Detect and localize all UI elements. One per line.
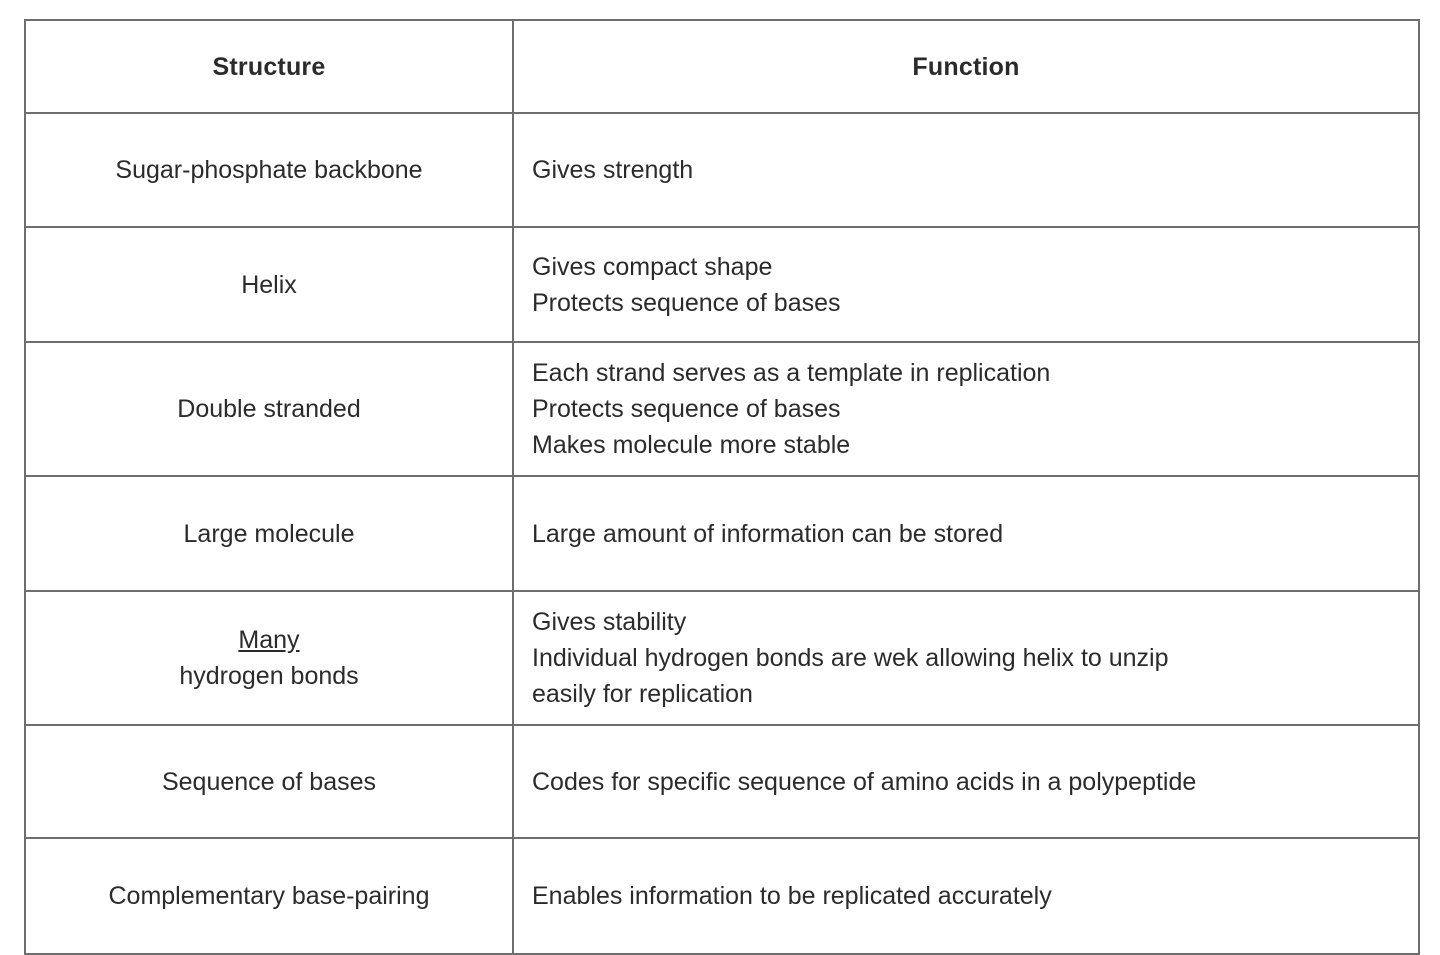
cell-function: Each strand serves as a template in repl…: [512, 341, 1420, 477]
cell-structure: Many hydrogen bonds: [24, 590, 514, 726]
cell-line: Double stranded: [177, 395, 361, 423]
header-row: Structure Function: [24, 19, 1420, 114]
table-container: Structure Function Sugar-phosphate backb…: [24, 19, 1420, 955]
cell-line: Enables information to be replicated acc…: [532, 882, 1052, 910]
cell-structure: Sequence of bases: [24, 724, 514, 839]
cell-line: Gives compact shape: [532, 252, 773, 281]
cell-line-underlined: Many: [238, 626, 300, 654]
cell-line: hydrogen bonds: [179, 662, 359, 690]
cell-line: Complementary base-pairing: [108, 882, 430, 910]
cell-function: Codes for specific sequence of amino aci…: [512, 724, 1420, 839]
cell-line: Individual hydrogen bonds are wek allowi…: [532, 644, 1169, 672]
table-row: Double stranded Each strand serves as a t…: [24, 341, 1420, 477]
cell-structure: Double stranded: [24, 341, 514, 477]
cell-line: Large molecule: [183, 519, 355, 548]
cell-structure: Large molecule: [24, 475, 514, 592]
cell-line: Helix: [241, 270, 297, 299]
table-row: Sugar-phosphate backbone Gives strength: [24, 112, 1420, 228]
cell-structure: Sugar-phosphate backbone: [24, 112, 514, 228]
cell-line: Protects sequence of bases: [532, 288, 841, 317]
table-header: Structure Function: [24, 19, 1420, 114]
cell-line: easily for replication: [532, 680, 753, 708]
cell-structure: Helix: [24, 226, 514, 343]
cell-function: Large amount of information can be store…: [512, 475, 1420, 592]
cell-line: Gives stability: [532, 608, 687, 636]
column-header-structure: Structure: [24, 19, 514, 114]
cell-line: Codes for specific sequence of amino aci…: [532, 767, 1197, 796]
cell-line: Large amount of information can be store…: [532, 519, 1004, 548]
cell-line: Sequence of bases: [161, 767, 377, 796]
table-row: Complementary base-pairing Enables inform…: [24, 837, 1420, 955]
cell-line: Makes molecule more stable: [532, 431, 851, 459]
cell-function: Gives strength: [512, 112, 1420, 228]
cell-line: Gives strength: [532, 156, 694, 184]
cell-structure: Complementary base-pairing: [24, 837, 514, 955]
table-row: Large molecule Large amount of informatio…: [24, 475, 1420, 592]
column-header-function: Function: [512, 19, 1420, 114]
cell-line: Each strand serves as a template in repl…: [532, 359, 1051, 387]
table-row: Sequence of bases Codes for specific sequ…: [24, 724, 1420, 839]
page-canvas: Structure Function Sugar-phosphate backb…: [24, 19, 1420, 955]
cell-function: Enables information to be replicated acc…: [512, 837, 1420, 955]
cell-line: Protects sequence of bases: [532, 395, 841, 423]
cell-line: Sugar-phosphate backbone: [115, 156, 423, 184]
